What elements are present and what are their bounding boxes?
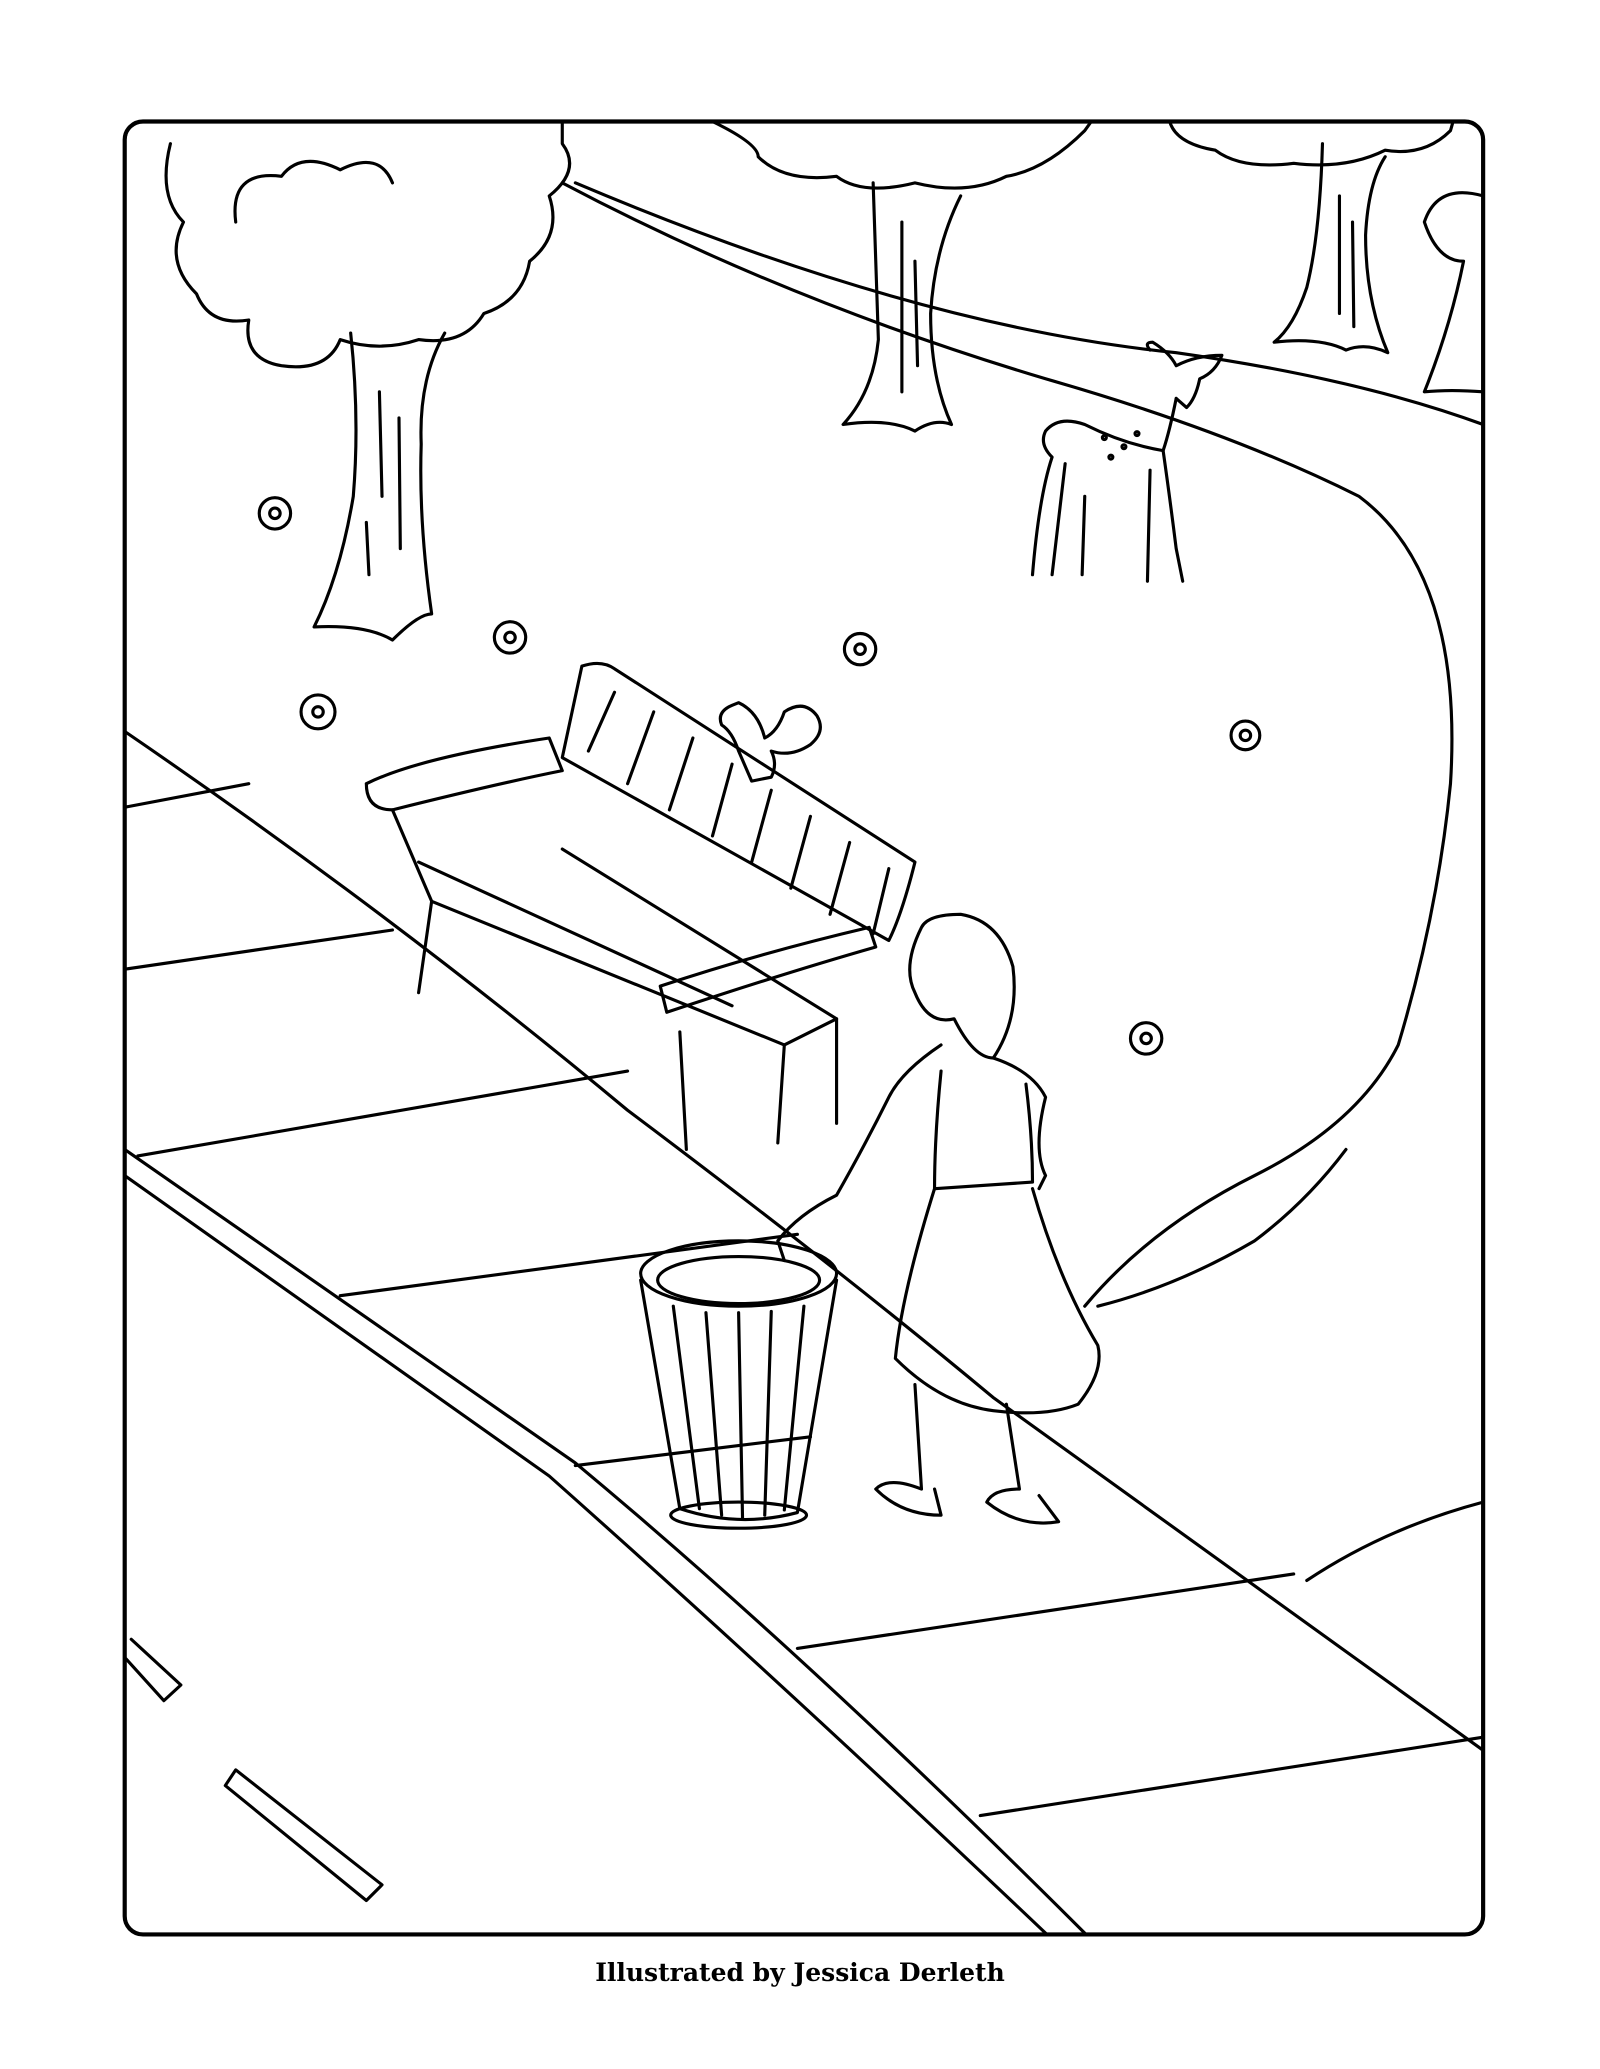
park-path-top-edge [573, 181, 1485, 427]
sidewalk-joint-6 [795, 1572, 1296, 1650]
girl-figure [776, 912, 1101, 1525]
squirrel [718, 701, 822, 783]
sidewalk-joint-1 [123, 782, 251, 809]
curb-line [123, 1174, 1048, 1935]
road-marking-1 [124, 1637, 183, 1703]
sidewalk-joint-7 [978, 1735, 1485, 1818]
tree-right [1168, 119, 1485, 394]
road-marking-2 [223, 1768, 384, 1903]
park-path-upper [560, 181, 1454, 1308]
tree-middle [710, 119, 1093, 433]
sidewalk-joint-4 [338, 1232, 799, 1298]
grass-edge [1096, 1147, 1485, 1583]
sidewalk-joint-2 [123, 928, 395, 971]
trash-can [639, 1239, 839, 1530]
illustrator-credit: Illustrated by Jessica Derleth [595, 1958, 1005, 1987]
sidewalk-edge-lower [123, 1147, 1087, 1935]
flowers [257, 496, 1262, 1056]
sidewalk-joint-3 [136, 1069, 630, 1158]
tree-left [164, 119, 572, 642]
sidewalk-edge-upper [123, 729, 1485, 1752]
deer [1030, 340, 1224, 583]
frame-border [122, 119, 1486, 1937]
park-bench [364, 661, 917, 1152]
